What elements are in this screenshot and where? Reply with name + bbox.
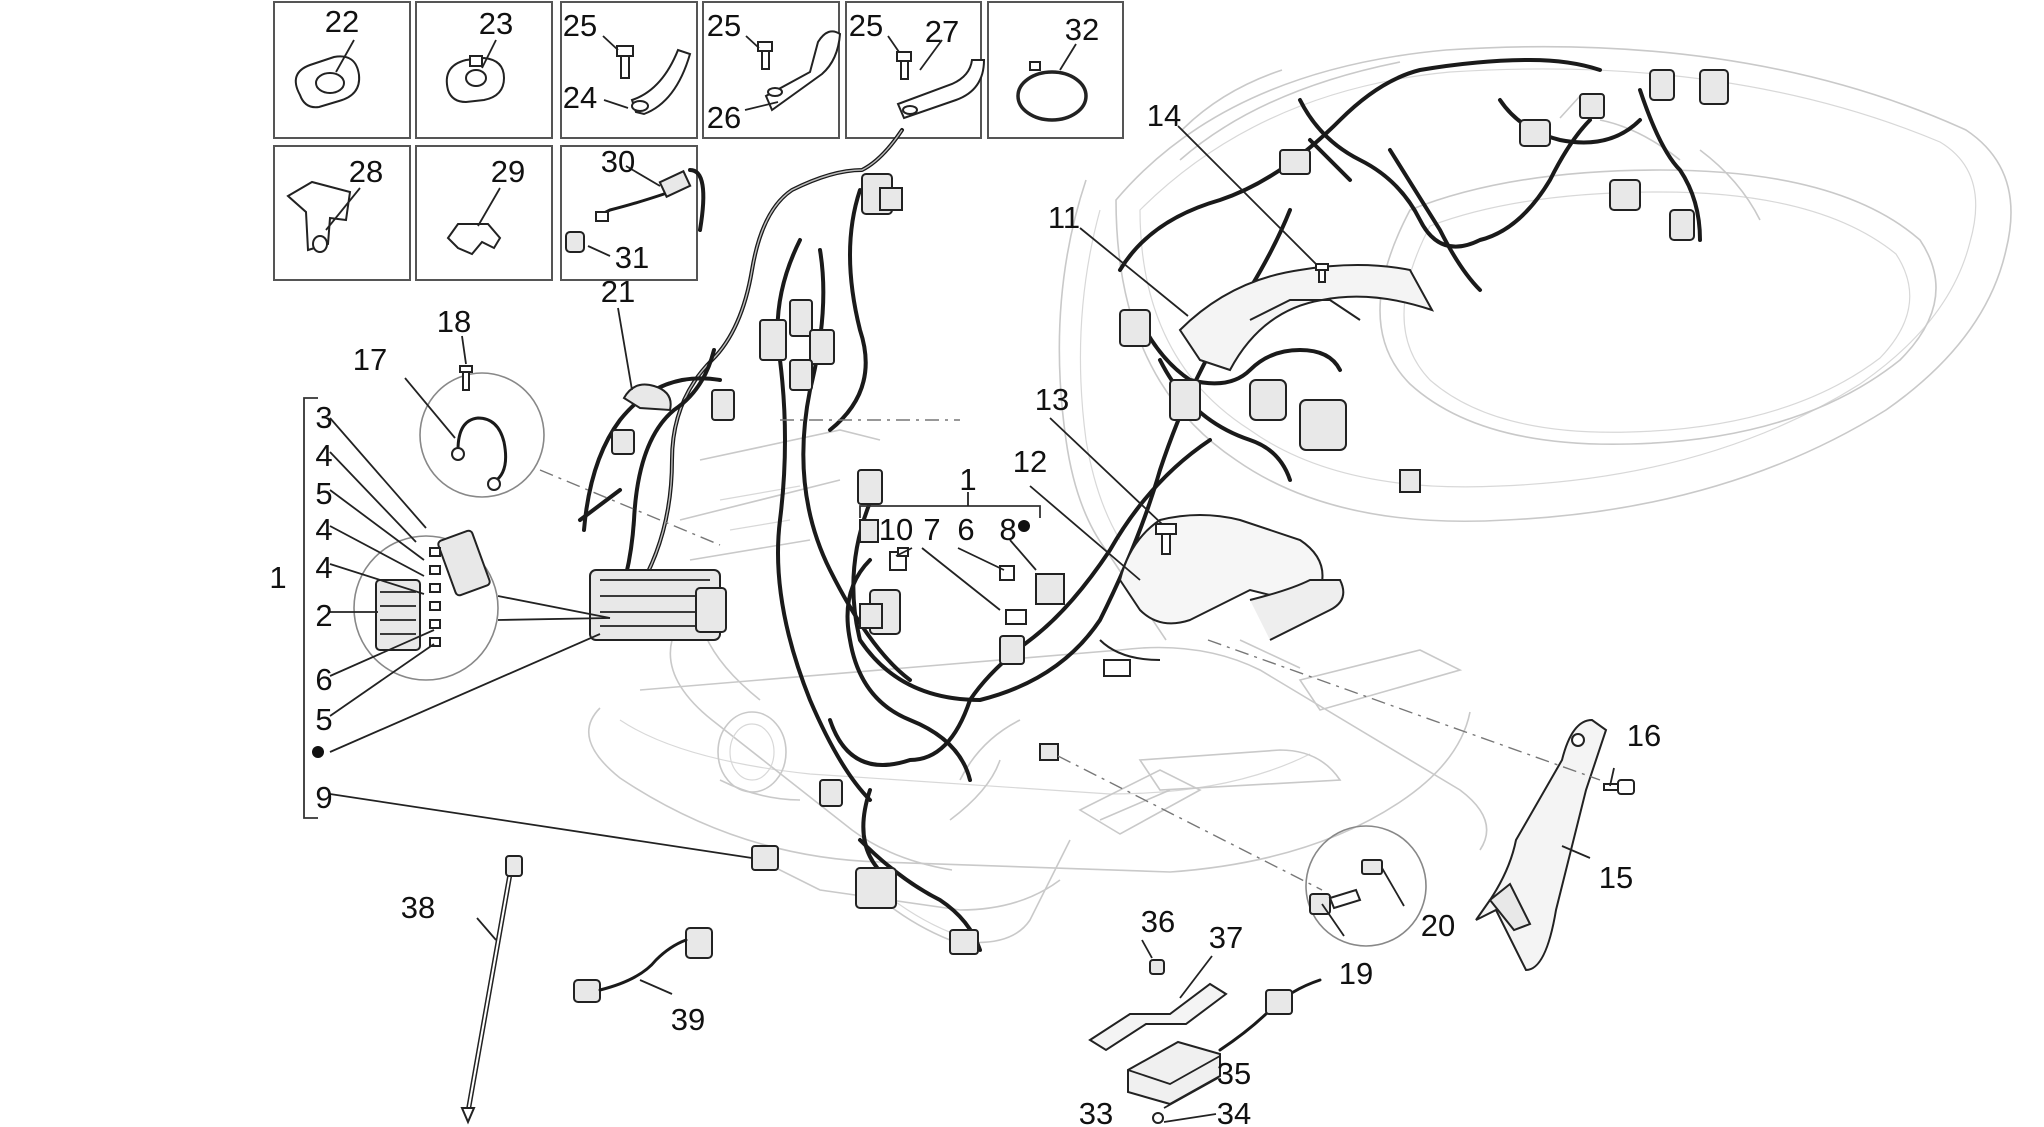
callout-1-b: 1 [959,462,976,497]
callout-18: 18 [437,304,471,339]
callout-32: 32 [1065,12,1099,47]
callout-9: 9 [315,780,332,815]
box-29 [415,145,553,281]
callout-7: 7 [923,512,940,547]
callout-2: 2 [315,598,332,633]
callout-4-a: 4 [315,438,332,473]
bracket-part-15 [1475,718,1608,972]
screw-part-14 [1315,263,1329,283]
callout-5-b: 5 [315,702,332,737]
callout-30: 30 [601,144,635,179]
callout-12: 12 [1013,444,1047,479]
callout-25-a: 25 [563,8,597,43]
callout-numbers: 22 23 25 24 25 26 25 27 32 28 29 30 31 1… [269,4,1661,1127]
callout-10: 10 [879,512,913,547]
relays-group [889,547,1065,625]
adapter-cable-part-39 [573,927,713,1003]
scooter-body-outline [588,45,2012,944]
callout-16: 16 [1627,718,1661,753]
group-bracket-1b [859,492,1041,611]
reference-lines [780,419,1601,781]
callout-17: 17 [353,342,387,377]
callout-20: 20 [1421,908,1455,943]
callout-8: 8 [999,512,1016,547]
clip-part-29 [446,187,502,256]
group-bracket-1 [303,397,753,859]
callout-5-a: 5 [315,476,332,511]
callout-26: 26 [707,100,741,135]
leader-lines [476,125,1615,1123]
callout-1-a: 1 [269,560,286,595]
callout-3: 3 [315,400,332,435]
clip-part-9 [751,845,779,871]
callout-4-c: 4 [315,550,332,585]
fuse-box-assembly [589,569,727,641]
cable-tie-part-32 [1016,43,1088,122]
callout-39: 39 [671,1002,705,1037]
callout-35: 35 [1217,1056,1251,1091]
callout-29: 29 [491,154,525,189]
detail-circle-fuses [353,529,611,681]
parts-grid [273,1,1124,281]
detail-circle-19-20 [1057,755,1427,947]
callout-37: 37 [1209,920,1243,955]
sensor-part-30 [595,165,692,222]
callout-4-b: 4 [315,512,332,547]
box-32 [987,1,1124,139]
callout-38: 38 [401,890,435,925]
control-unit-part-33 [1127,978,1322,1124]
sensor-probe-part-38 [460,855,523,1125]
callout-28: 28 [349,154,383,189]
callout-13: 13 [1035,382,1069,417]
callout-21: 21 [601,274,635,309]
callout-34: 34 [1217,1096,1251,1127]
detail-circle-17-18 [404,335,721,546]
bracket-part-24 [602,35,692,116]
screw-part-16 [1603,779,1635,795]
clip-part-22 [294,39,361,109]
callout-22: 22 [325,4,359,39]
bracket-part-28 [286,180,361,253]
callout-23: 23 [479,6,513,41]
callout-14: 14 [1147,98,1181,133]
callout-31: 31 [615,240,649,275]
callout-36: 36 [1141,904,1175,939]
callout-27: 27 [925,14,959,49]
harness-connectors [611,69,1729,955]
bolt-part-13 [1155,523,1177,555]
bracket-part-27 [887,35,986,120]
grommet-part-31 [565,231,611,257]
callout-25-c: 25 [849,8,883,43]
callout-6-b: 6 [957,512,974,547]
callout-15: 15 [1599,860,1633,895]
callout-19: 19 [1339,956,1373,991]
dot-marker [312,746,324,758]
bracket-part-37 [1088,959,1228,1052]
front-cover-part-11 [1178,264,1435,372]
callout-25-b: 25 [707,8,741,43]
bracket-part-26 [744,30,842,112]
clamp-part-23 [445,39,506,104]
callout-6-a: 6 [315,662,332,697]
callout-33: 33 [1079,1096,1113,1127]
callout-11: 11 [1048,200,1080,235]
callout-24: 24 [563,80,597,115]
